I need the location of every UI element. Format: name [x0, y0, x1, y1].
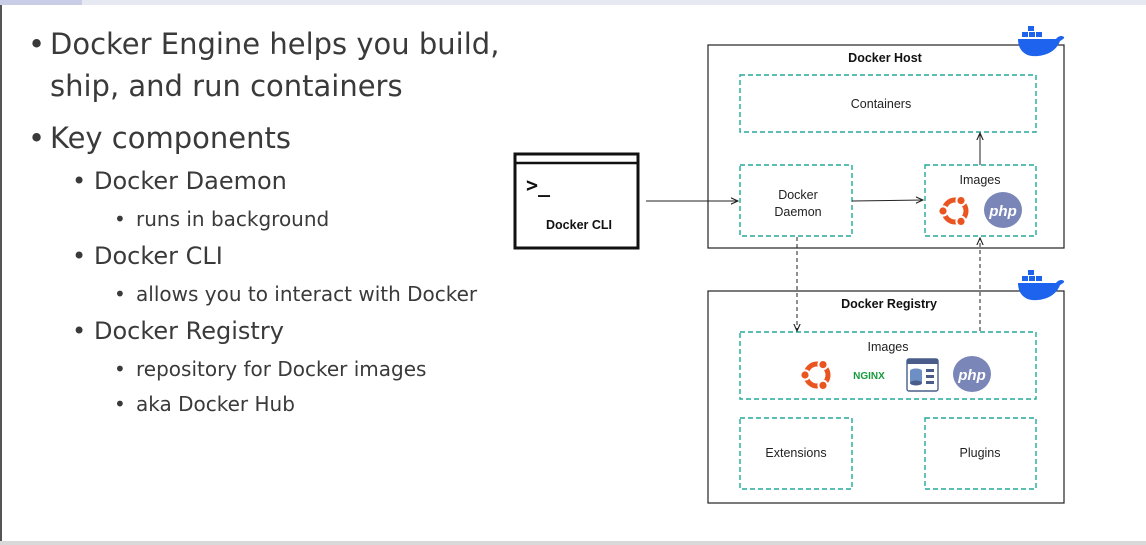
php-icon: php — [953, 356, 991, 392]
registry-images-box — [739, 331, 1037, 400]
svg-text:php: php — [957, 367, 986, 384]
host-title: Docker Host — [848, 51, 922, 65]
bullet-text: Docker Engine helps you build, — [50, 27, 500, 61]
bullet-text: Docker Registry — [94, 317, 284, 345]
plugins-label: Plugins — [960, 446, 1001, 460]
sub-sub-bullet-item: •allows you to interact with Docker — [114, 282, 478, 306]
php-icon: php — [984, 192, 1022, 228]
sub-bullet-item: •Docker Daemon — [72, 167, 287, 195]
database-icon — [906, 358, 939, 392]
bullet-text: Docker Daemon — [94, 167, 287, 195]
bullet-text: allows you to interact with Docker — [136, 282, 478, 306]
bullet-item: •Key components — [28, 121, 291, 155]
host-images-box — [924, 164, 1037, 237]
cli-label: Docker CLI — [546, 218, 612, 232]
bullet-text: Docker CLI — [94, 242, 223, 270]
docker-registry-node: Docker Registry Images NGINX php Extensi… — [707, 270, 1065, 504]
daemon-to-images-arrow — [851, 200, 923, 201]
daemon-label-line2: Daemon — [774, 205, 821, 219]
ubuntu-icon — [800, 360, 828, 390]
sub-sub-bullet-item: •runs in background — [114, 207, 330, 231]
top-strip — [0, 0, 1146, 5]
bullet-text: aka Docker Hub — [136, 392, 295, 416]
svg-text:php: php — [988, 203, 1017, 220]
containers-label: Containers — [851, 97, 911, 111]
bullet-text: Key components — [50, 121, 291, 155]
daemon-label-line1: Docker — [778, 188, 818, 202]
svg-text:NGINX: NGINX — [853, 371, 885, 382]
ubuntu-icon — [938, 196, 966, 226]
sub-bullet-item: •Docker CLI — [72, 242, 223, 270]
sub-bullet-item: •Docker Registry — [72, 317, 284, 345]
bullet-item: •Docker Engine helps you build, — [28, 27, 500, 61]
left-edge — [0, 5, 2, 541]
docker-cli-node: >_ Docker CLI — [513, 152, 640, 250]
extensions-box — [739, 417, 853, 490]
terminal-prompt-icon: >_ — [526, 173, 551, 197]
extensions-label: Extensions — [765, 446, 826, 460]
docker-host-node: Docker Host Containers Docker Daemon Ima… — [707, 26, 1065, 249]
sub-sub-bullet-item: •aka Docker Hub — [114, 392, 295, 416]
sub-sub-bullet-item: •repository for Docker images — [114, 357, 427, 381]
registry-images-label: Images — [868, 340, 909, 354]
host-images-label: Images — [960, 173, 1001, 187]
bullet-continuation: ship, and run containers — [50, 69, 403, 103]
bottom-strip — [0, 541, 1146, 545]
bullet-text: repository for Docker images — [136, 357, 427, 381]
registry-title: Docker Registry — [841, 297, 937, 311]
containers-box — [739, 74, 1037, 133]
nginx-icon: NGINX — [853, 359, 885, 392]
docker-whale-icon — [1018, 26, 1065, 57]
bullet-text: runs in background — [136, 207, 330, 231]
slide-tab-indicator — [0, 0, 82, 5]
plugins-box — [924, 417, 1037, 490]
docker-whale-icon — [1018, 270, 1065, 301]
